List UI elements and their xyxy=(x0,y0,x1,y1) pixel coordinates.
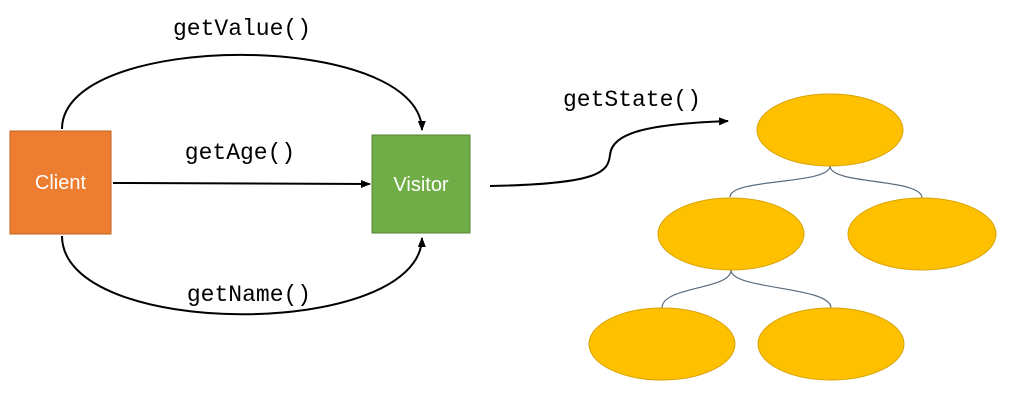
tree-edge-root-right xyxy=(829,165,923,199)
get-age-arrow xyxy=(112,179,371,188)
get-name-arrow xyxy=(61,235,426,316)
visitor-box xyxy=(371,134,471,234)
client-node: Client xyxy=(9,130,112,235)
tree-edge-left-rightchild xyxy=(730,269,832,309)
get-state-arrow xyxy=(489,117,729,187)
tree-edges xyxy=(661,165,923,309)
visitor-label: Visitor xyxy=(393,174,449,196)
get-state-label: getState() xyxy=(563,87,701,113)
tree-edge-left-leftchild xyxy=(661,269,732,309)
tree-node-root xyxy=(756,93,904,167)
client-label: Client xyxy=(35,172,87,194)
tree-node-left-left xyxy=(588,307,736,381)
tree-node-left-right xyxy=(757,307,905,381)
tree-edge-root-left xyxy=(729,165,831,198)
tree-node-left xyxy=(657,197,805,271)
tree-nodes xyxy=(588,93,997,381)
visitor-node: Visitor xyxy=(371,134,471,234)
tree-node-right xyxy=(847,197,997,271)
get-value-arrow xyxy=(61,53,426,131)
client-box xyxy=(9,130,112,235)
get-age-label: getAge() xyxy=(185,140,295,166)
get-value-label: getValue() xyxy=(173,16,311,42)
get-name-label: getName() xyxy=(187,282,311,308)
